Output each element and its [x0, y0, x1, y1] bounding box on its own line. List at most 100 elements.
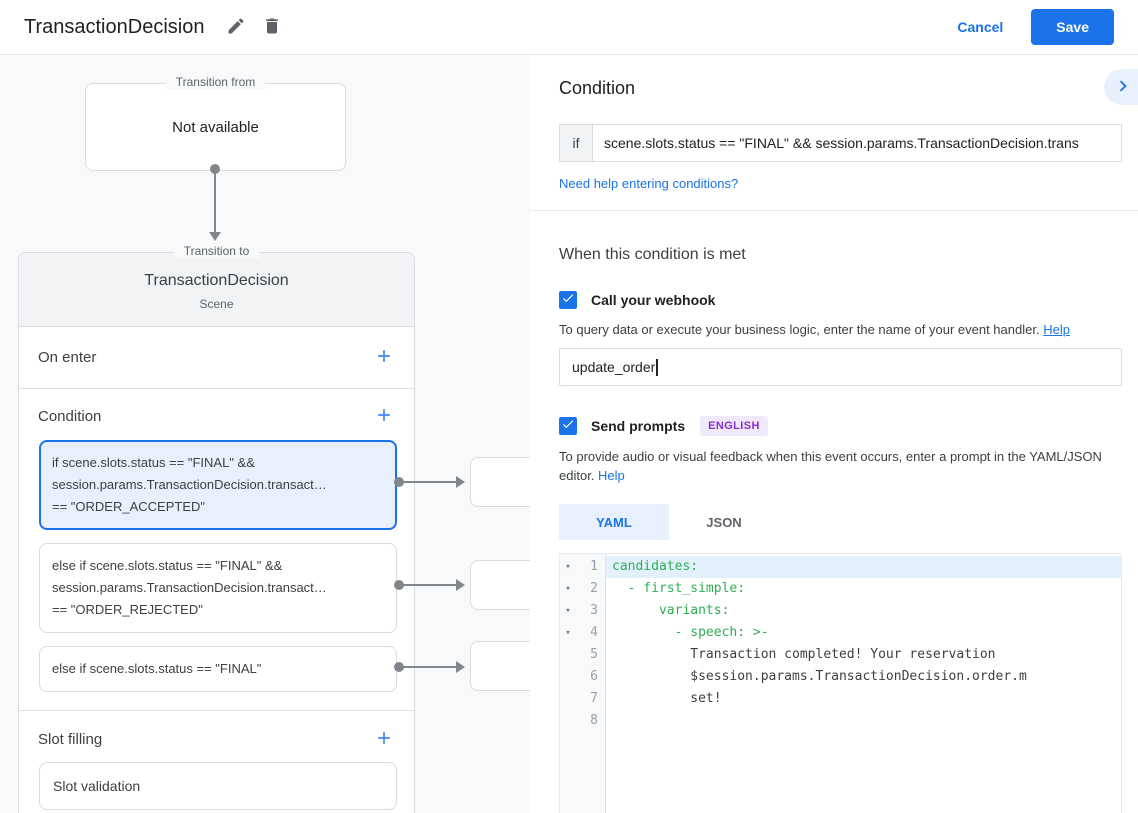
condition-expression-input[interactable]: scene.slots.status == "FINAL" && session…	[604, 135, 1079, 151]
webhook-label: Call your webhook	[591, 292, 716, 308]
fold-arrow-icon[interactable]: ▾	[565, 562, 571, 572]
webhook-checkbox[interactable]	[559, 291, 577, 309]
transition-target-box[interactable]	[470, 641, 530, 691]
condition-detail-panel: Condition if scene.slots.status == "FINA…	[530, 55, 1138, 813]
webhook-handler-value: update_order	[572, 359, 656, 375]
code-line-text[interactable]: set!	[612, 691, 722, 706]
condition-card[interactable]: if scene.slots.status == "FINAL" && sessi…	[39, 440, 397, 530]
connector-dot	[394, 580, 404, 590]
transition-from-label: Transition from	[165, 75, 266, 89]
connector-line	[402, 481, 456, 483]
add-condition-button[interactable]	[372, 404, 396, 428]
plus-icon	[374, 405, 394, 428]
delete-scene-button[interactable]	[254, 9, 290, 45]
on-enter-row: On enter	[19, 327, 414, 389]
slot-filling-row: Slot filling	[19, 711, 414, 762]
scene-name: TransactionDecision	[144, 272, 289, 289]
editor-line-gutter: 6	[560, 666, 606, 688]
editor-line-gutter: ▾4	[560, 622, 606, 644]
editor-format-tabs: YAML JSON	[559, 504, 1122, 540]
connector-arrowhead-icon	[456, 476, 465, 488]
fold-arrow-icon[interactable]: ▾	[565, 584, 571, 594]
prompts-description-text: To provide audio or visual feedback when…	[559, 449, 1102, 483]
tab-yaml[interactable]: YAML	[559, 504, 669, 540]
save-button[interactable]: Save	[1031, 9, 1114, 45]
code-line-text[interactable]	[606, 710, 1121, 732]
webhook-description: To query data or execute your business l…	[559, 320, 1122, 339]
checkmark-icon	[561, 417, 575, 436]
add-slot-button[interactable]	[372, 727, 396, 751]
condition-help-link[interactable]: Need help entering conditions?	[559, 176, 739, 191]
editor-line: 8	[560, 710, 1121, 732]
editor-line: ▾4 - speech: >-	[560, 622, 1121, 644]
code-line-text[interactable]: - speech: >-	[612, 625, 769, 640]
condition-section-header: Condition	[19, 389, 414, 440]
tab-json[interactable]: JSON	[706, 514, 742, 530]
code-line-text[interactable]: candidates:	[606, 556, 1121, 578]
cancel-button[interactable]: Cancel	[957, 19, 1004, 35]
webhook-handler-input[interactable]: update_order	[559, 348, 1122, 386]
scene-flow-diagram: Transition from Not available Transition…	[0, 55, 530, 813]
transition-from-content: Not available	[172, 118, 259, 136]
if-prefix: if	[560, 125, 593, 161]
line-number: 7	[590, 691, 598, 706]
fold-spacer	[560, 688, 576, 710]
transition-to-card: Transition to TransactionDecision Scene …	[18, 244, 415, 813]
add-on-enter-button[interactable]	[372, 346, 396, 370]
page-title: TransactionDecision	[24, 15, 205, 38]
line-number: 5	[590, 647, 598, 662]
collapse-panel-button[interactable]	[1104, 69, 1138, 105]
condition-card[interactable]: else if scene.slots.status == "FINAL" &&…	[39, 543, 397, 633]
code-line-text[interactable]: - first_simple:	[612, 581, 746, 596]
webhook-help-link[interactable]: Help	[1043, 322, 1070, 337]
connector-dot	[394, 477, 404, 487]
condition-card[interactable]: else if scene.slots.status == "FINAL"	[39, 646, 397, 692]
fold-arrow-icon[interactable]: ▾	[565, 628, 571, 638]
when-met-title: When this condition is met	[559, 246, 746, 263]
transition-target-box[interactable]	[470, 560, 530, 610]
fold-arrow-icon[interactable]: ▾	[565, 606, 571, 616]
line-number: 8	[590, 713, 598, 728]
code-line-text[interactable]: $session.params.TransactionDecision.orde…	[612, 669, 1027, 684]
code-line-text[interactable]: Transaction completed! Your reservation	[612, 647, 996, 662]
editor-line-gutter: 7	[560, 688, 606, 710]
panel-divider	[530, 210, 1138, 211]
condition-card-line: if scene.slots.status == "FINAL" &&	[52, 455, 255, 470]
connector-line	[402, 666, 456, 668]
prompts-help-link[interactable]: Help	[598, 468, 625, 483]
connector-dot	[394, 662, 404, 672]
scene-type: Scene	[199, 297, 234, 311]
code-line-text[interactable]: variants:	[612, 603, 730, 618]
send-prompts-checkbox[interactable]	[559, 417, 577, 435]
line-number: 3	[590, 603, 598, 618]
editor-line: ▾ 3 variants:	[560, 600, 1121, 622]
send-prompts-label: Send prompts	[591, 418, 686, 434]
editor-line-gutter: ▾1	[560, 556, 606, 578]
connector-line	[214, 169, 216, 232]
edit-scene-button[interactable]	[218, 9, 254, 45]
condition-card-line: session.params.TransactionDecision.trans…	[52, 580, 327, 595]
line-number: 1	[590, 559, 598, 574]
condition-card-line: session.params.TransactionDecision.trans…	[52, 477, 327, 492]
transition-from-box[interactable]: Transition from Not available	[85, 75, 346, 171]
scene-header[interactable]: TransactionDecision Scene	[19, 253, 414, 327]
pencil-icon	[226, 16, 246, 39]
language-badge: ENGLISH	[700, 416, 768, 436]
transition-target-box[interactable]	[470, 457, 530, 507]
line-number: 4	[590, 625, 598, 640]
panel-title: Condition	[559, 78, 636, 98]
editor-line: ▾2 - first_simple:	[560, 578, 1121, 600]
top-bar: TransactionDecision Cancel Save	[0, 0, 1138, 55]
slot-validation-card[interactable]: Slot validation	[39, 762, 397, 810]
connector-line	[402, 584, 456, 586]
condition-card-line: == "ORDER_REJECTED"	[52, 602, 203, 617]
editor-line: 6 $session.params.TransactionDecision.or…	[560, 666, 1121, 688]
plus-icon	[374, 346, 394, 369]
editor-line: 7 set!	[560, 688, 1121, 710]
fold-spacer	[560, 666, 576, 688]
fold-spacer	[560, 644, 576, 666]
fold-spacer	[560, 710, 576, 732]
connector-arrowhead-icon	[456, 579, 465, 591]
